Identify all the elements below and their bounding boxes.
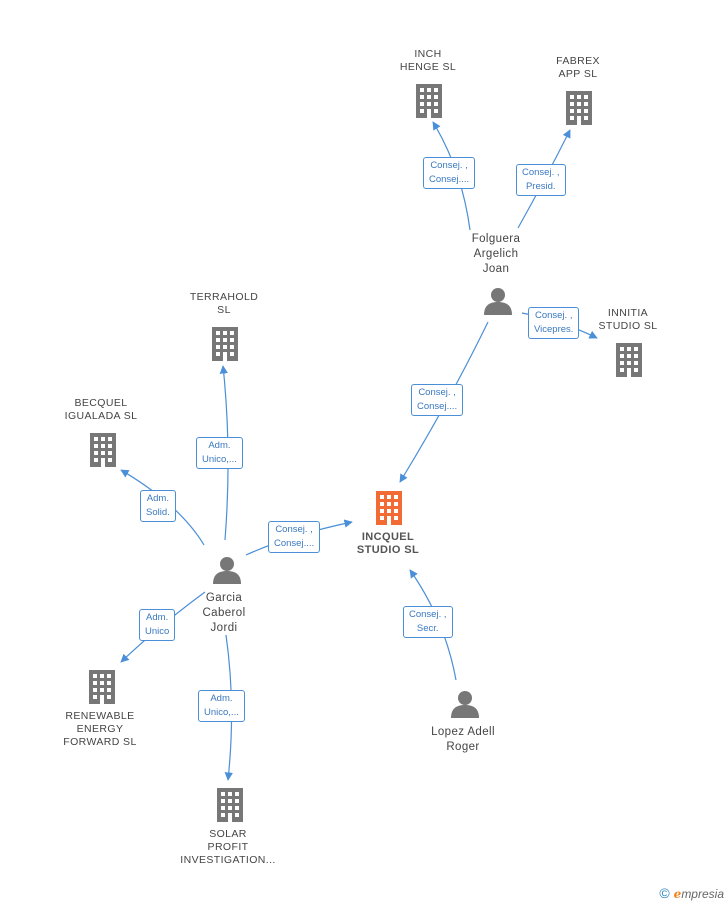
badge-folguera-fabrex[interactable]: Consej. , Presid.	[516, 164, 566, 196]
innitia-label-line1: INNITIA	[607, 307, 649, 319]
garcia-label-line2: Caberol	[202, 607, 246, 619]
renewable-label-line1: RENEWABLE	[65, 710, 135, 722]
garcia-label-line1: Garcia	[205, 592, 243, 604]
badge-garcia-renewable[interactable]: Adm. Unico	[139, 609, 176, 641]
badge-folguera-incquel[interactable]: Consej. , Consej....	[411, 384, 464, 416]
inch-label[interactable]: INCH HENGE SL	[388, 48, 468, 74]
innitia-label-line2: STUDIO SL	[598, 320, 658, 332]
renewable-building-icon[interactable]	[89, 670, 115, 704]
inch-label-line1: INCH	[414, 48, 442, 60]
badge-garcia-incquel[interactable]: Consej. , Consej....	[268, 521, 321, 553]
badge-line: Secr.	[416, 623, 439, 634]
becquel-label-line2: IGUALADA SL	[64, 410, 138, 422]
terrahold-label-line2: SL	[217, 304, 231, 316]
terrahold-label-line1: TERRAHOLD	[189, 291, 259, 303]
innitia-building-icon[interactable]	[616, 343, 642, 377]
garcia-label[interactable]: Garcia Caberol Jordi	[184, 591, 264, 636]
badge-line: Consej. ,	[522, 167, 560, 178]
badge-line: Consej....	[274, 538, 315, 549]
lopez-label-line2: Roger	[446, 741, 480, 753]
incquel-building-icon[interactable]	[376, 491, 402, 525]
badge-lopez-incquel[interactable]: Consej. , Secr.	[403, 606, 453, 638]
solar-label[interactable]: SOLAR PROFIT INVESTIGATION...	[168, 828, 288, 867]
footer-brand[interactable]: ©empresia	[659, 885, 724, 901]
fabrex-label-line2: APP SL	[558, 68, 598, 80]
renewable-label-line3: FORWARD SL	[63, 736, 137, 748]
badge-line: Consej....	[429, 174, 470, 185]
badge-line: Adm.	[208, 440, 231, 451]
incquel-label-line1: INCQUEL	[361, 531, 415, 543]
badge-line: Consej....	[417, 401, 458, 412]
badge-line: Solid.	[146, 507, 170, 518]
folguera-label-line2: Argelich	[473, 248, 519, 260]
terrahold-label[interactable]: TERRAHOLD SL	[184, 291, 264, 317]
badge-garcia-becquel[interactable]: Adm. Solid.	[140, 490, 176, 522]
badge-garcia-terrahold[interactable]: Adm. Unico,...	[196, 437, 243, 469]
badge-line: Consej. ,	[275, 524, 313, 535]
lopez-label-line1: Lopez Adell	[431, 726, 495, 738]
badge-line: Adm.	[146, 612, 169, 623]
badge-line: Unico,...	[202, 454, 237, 465]
solar-building-icon[interactable]	[217, 788, 243, 822]
incquel-label[interactable]: INCQUEL STUDIO SL	[348, 531, 428, 557]
badge-folguera-innitia[interactable]: Consej. , Vicepres.	[528, 307, 580, 339]
badge-line: Consej. ,	[430, 160, 468, 171]
becquel-building-icon[interactable]	[90, 433, 116, 467]
terrahold-building-icon[interactable]	[212, 327, 238, 361]
solar-label-line2: PROFIT	[207, 841, 249, 853]
folguera-label[interactable]: Folguera Argelich Joan	[456, 232, 536, 277]
badge-line: Presid.	[525, 181, 556, 192]
badge-line: Consej. ,	[534, 310, 573, 321]
fabrex-label[interactable]: FABREX APP SL	[538, 55, 618, 81]
badge-line: Unico,...	[204, 707, 239, 718]
badge-line: Consej. ,	[409, 609, 447, 620]
becquel-label-line1: BECQUEL	[74, 397, 128, 409]
brand-logo-text: mpresia	[681, 887, 724, 901]
folguera-label-line1: Folguera	[471, 233, 521, 245]
lopez-label[interactable]: Lopez Adell Roger	[418, 725, 508, 755]
incquel-label-line2: STUDIO SL	[356, 544, 420, 556]
garcia-label-line3: Jordi	[210, 622, 238, 634]
fabrex-label-line1: FABREX	[556, 55, 600, 67]
badge-line: Vicepres.	[534, 324, 574, 335]
inch-building-icon[interactable]	[416, 84, 442, 118]
renewable-label-line2: ENERGY	[76, 723, 124, 735]
solar-label-line1: SOLAR	[209, 828, 247, 840]
inch-label-line2: HENGE SL	[399, 61, 457, 73]
becquel-label[interactable]: BECQUEL IGUALADA SL	[56, 397, 146, 423]
solar-label-line3: INVESTIGATION...	[180, 854, 276, 866]
badge-folguera-inch[interactable]: Consej. , Consej....	[423, 157, 476, 189]
badge-line: Unico	[145, 626, 170, 637]
lopez-person-icon[interactable]	[451, 691, 479, 718]
badge-line: Adm.	[210, 693, 233, 704]
innitia-label[interactable]: INNITIA STUDIO SL	[588, 307, 668, 333]
renewable-label[interactable]: RENEWABLE ENERGY FORWARD SL	[55, 710, 145, 749]
folguera-label-line3: Joan	[482, 263, 510, 275]
badge-garcia-solar[interactable]: Adm. Unico,...	[198, 690, 245, 722]
brand-logo-e: e	[673, 887, 682, 901]
garcia-person-icon[interactable]	[213, 557, 241, 584]
badge-line: Consej. ,	[418, 387, 456, 398]
copyright-icon: ©	[659, 885, 670, 901]
fabrex-building-icon[interactable]	[566, 91, 592, 125]
badge-line: Adm.	[146, 493, 169, 504]
folguera-person-icon[interactable]	[484, 288, 512, 315]
